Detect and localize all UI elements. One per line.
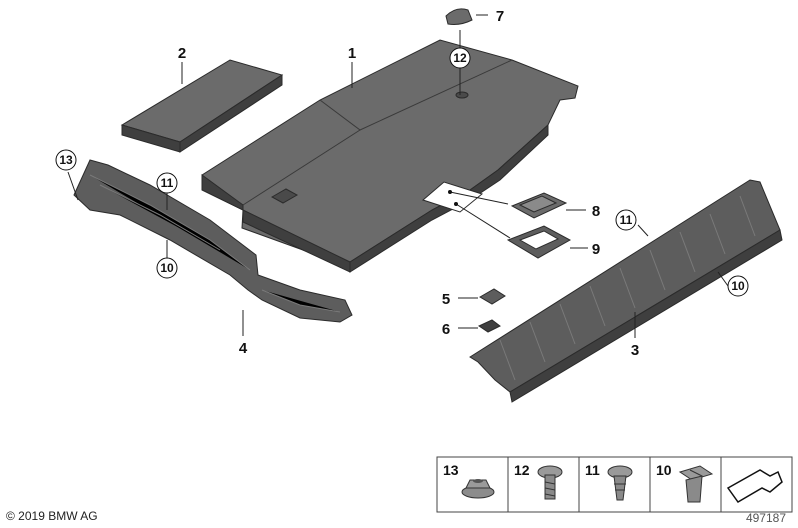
- callout-10-left: 10: [156, 257, 178, 279]
- svg-text:13: 13: [59, 153, 73, 167]
- svg-text:13: 13: [443, 462, 459, 478]
- clip-nut-icon: [678, 465, 714, 503]
- legend-cell-11: 11: [585, 462, 633, 501]
- legend-cell-13: 13: [443, 462, 495, 499]
- screw-icon: [537, 465, 563, 500]
- leader-lines: [67, 14, 729, 338]
- svg-text:11: 11: [585, 462, 600, 478]
- part-2-floor-panel: [120, 59, 284, 153]
- legend-cell-10: 10: [656, 462, 714, 503]
- callout-6: 6: [442, 321, 450, 338]
- part-4-side-bracket: [73, 159, 353, 323]
- floor-cutout: [421, 181, 484, 213]
- part-6-pad: [477, 319, 501, 333]
- copyright-text: © 2019 BMW AG: [6, 509, 98, 523]
- svg-text:10: 10: [731, 279, 745, 293]
- expansion-rivet-icon: [607, 465, 633, 501]
- part-5-clip: [479, 288, 506, 305]
- callout-13: 13: [55, 149, 77, 171]
- callout-7: 7: [496, 8, 504, 25]
- diagram-id: 497187: [746, 511, 786, 525]
- svg-text:10: 10: [656, 462, 672, 478]
- fastener-legend: 13 12 11: [436, 456, 793, 513]
- callout-2: 2: [178, 45, 186, 62]
- part-9-frame: [506, 225, 572, 259]
- part-8-cover-plate: [510, 192, 568, 219]
- callout-11-right: 11: [615, 209, 637, 231]
- svg-text:12: 12: [514, 462, 530, 478]
- svg-text:12: 12: [453, 51, 467, 65]
- callout-11-left: 11: [156, 172, 178, 194]
- callout-3: 3: [631, 342, 639, 359]
- svg-text:11: 11: [620, 213, 633, 227]
- callout-4: 4: [239, 340, 248, 357]
- callout-9: 9: [592, 241, 600, 258]
- bent-arrow-icon: [726, 469, 783, 503]
- svg-text:10: 10: [160, 261, 174, 275]
- callout-8: 8: [592, 203, 600, 220]
- part-3-ribbed-cover: [469, 179, 783, 403]
- svg-text:11: 11: [161, 176, 174, 190]
- legend-cell-arrow: [726, 469, 783, 503]
- legend-cell-12: 12: [514, 462, 563, 500]
- callout-5: 5: [442, 291, 450, 308]
- callout-1: 1: [348, 45, 356, 62]
- part-1-luggage-floor: [201, 39, 579, 273]
- callout-10-right: 10: [727, 275, 749, 297]
- part-7-cap: [445, 8, 473, 25]
- callout-12: 12: [449, 47, 471, 69]
- nut-icon: [461, 479, 495, 499]
